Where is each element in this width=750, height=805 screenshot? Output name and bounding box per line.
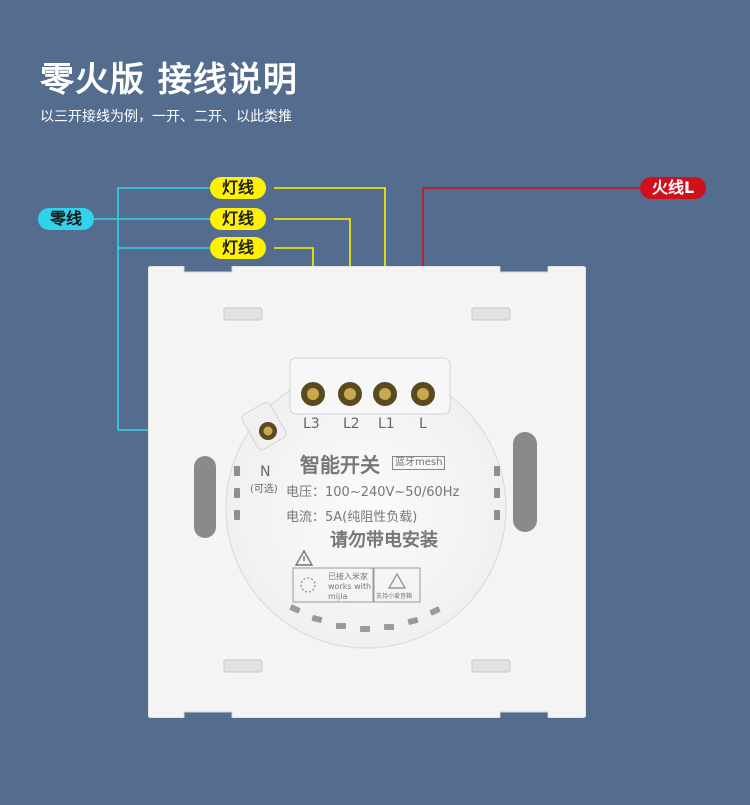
xiaoai-label: 支持小爱音箱	[376, 593, 413, 600]
mijia-line-1: 已接入米家	[328, 572, 368, 581]
tag-live-wire: 火线L	[640, 177, 707, 199]
tag-lamp-wire-1: 灯线	[210, 177, 267, 199]
mijia-line-3: mijia	[328, 592, 348, 601]
tag-lamp-wire-3: 灯线	[210, 237, 267, 259]
page-title: 零火版 接线说明	[40, 60, 298, 100]
switch-back-plate	[148, 266, 586, 718]
tag-neutral-wire: 零线	[38, 208, 95, 230]
terminal-label-l3: L3	[303, 416, 320, 432]
terminal-label-l1: L1	[378, 416, 395, 432]
terminal-label-l: L	[419, 416, 427, 432]
terminal-label-l2: L2	[343, 416, 360, 432]
mesh-badge: 蓝牙mesh	[392, 456, 446, 470]
page-subtitle: 以三开接线为例，一开、二开、以此类推	[40, 109, 292, 125]
device-name: 智能开关	[300, 453, 380, 477]
device-current: 电流：5A(纯阻性负载)	[286, 510, 418, 525]
mijia-line-2: works with	[328, 582, 372, 591]
terminal-label-n-note: (可选)	[250, 484, 278, 495]
tag-lamp-wire-2: 灯线	[210, 208, 267, 230]
terminal-label-n: N	[260, 464, 271, 480]
device-voltage: 电压：100~240V~50/60Hz	[286, 485, 460, 500]
warning-text: 请勿带电安装	[330, 530, 438, 551]
